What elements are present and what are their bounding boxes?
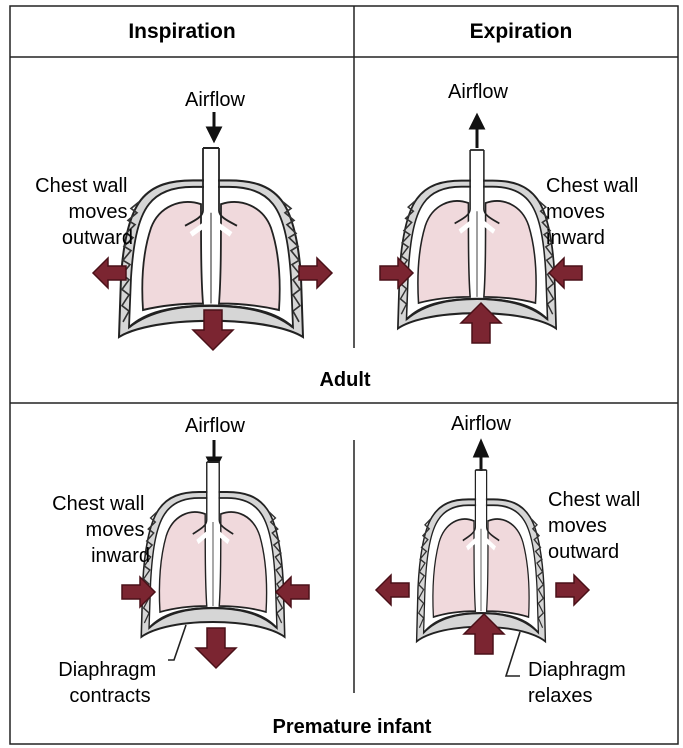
thorax-icon [119, 148, 303, 337]
airflow-label: Airflow [185, 89, 246, 111]
chest-wall-label: Chest wall moves outward [548, 489, 646, 563]
caption-premature-infant: Premature infant [273, 716, 432, 738]
arrow-right-icon [299, 258, 332, 288]
adult-expiration-panel: Airflow Chest wall moves inward [380, 81, 644, 343]
adult-inspiration-panel: Airflow Chest wall moves outward [35, 89, 332, 350]
airflow-label: Airflow [448, 81, 509, 103]
airflow-label: Airflow [185, 415, 246, 437]
caption-adult: Adult [319, 369, 370, 391]
chest-wall-label: Chest wall moves inward [546, 175, 644, 249]
airflow-up-arrow [471, 116, 483, 148]
arrow-right-icon [556, 575, 589, 605]
infant-expiration-panel: Airflow Chest wall moves outward Diaphra… [376, 413, 646, 707]
diaphragm-pointer-line [506, 632, 520, 676]
diaphragm-label: Diaphragm relaxes [528, 659, 631, 707]
arrow-left-icon [376, 575, 409, 605]
thorax-icon [141, 462, 285, 637]
header-expiration: Expiration [470, 20, 573, 43]
diaphragm-label: Diaphragm contracts [58, 659, 161, 707]
chest-wall-label: Chest wall moves inward [52, 493, 150, 567]
arrow-down-icon [196, 628, 236, 668]
thorax-icon [417, 470, 546, 642]
airflow-label: Airflow [451, 413, 512, 435]
diaphragm-pointer-line [168, 625, 186, 660]
thorax-icon [398, 150, 556, 329]
chest-wall-label: Chest wall moves outward [35, 175, 133, 249]
header-inspiration: Inspiration [128, 20, 235, 43]
infant-inspiration-panel: Airflow Chest wall moves inward Diaphrag… [52, 415, 309, 707]
airflow-down-arrow [208, 112, 220, 140]
